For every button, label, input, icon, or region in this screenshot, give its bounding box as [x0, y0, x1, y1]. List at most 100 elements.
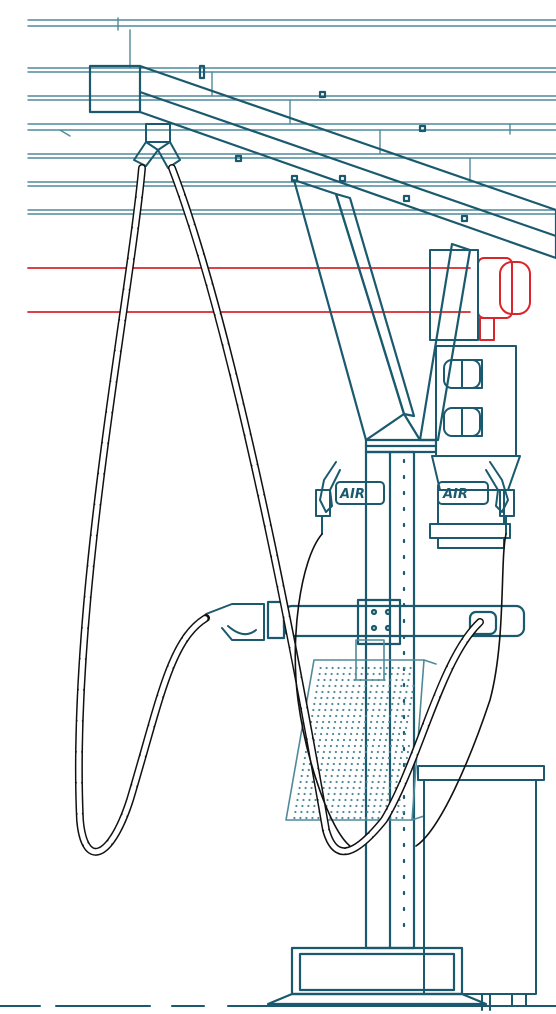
step-hole [378, 810, 381, 814]
step-hole [401, 714, 404, 718]
step-hole [398, 762, 401, 766]
step-hole [395, 714, 398, 718]
air-label-left: AIR [339, 487, 365, 502]
air-hose-right [415, 533, 507, 847]
step-hole [342, 708, 345, 712]
step-hole [367, 768, 370, 772]
step-hole [320, 762, 323, 766]
step-hole [352, 684, 355, 688]
step-hole [317, 744, 320, 748]
step-hole [321, 690, 324, 694]
step-hole [295, 804, 298, 808]
step-hole [335, 744, 338, 748]
air-reel-right [437, 481, 489, 505]
step-hole [350, 732, 353, 736]
step-hole [364, 750, 367, 754]
step-hole [381, 756, 384, 760]
step-hole [401, 744, 404, 748]
step-hole [315, 690, 318, 694]
step-hole [384, 738, 388, 742]
step-hole [371, 714, 374, 718]
step-hole [405, 756, 408, 760]
step-hole [356, 798, 359, 802]
step-holes [293, 666, 415, 820]
step-hole [375, 726, 378, 730]
step-hole [339, 726, 342, 730]
step-hole [407, 678, 410, 682]
step-hole [327, 756, 330, 760]
step-hole [305, 816, 308, 820]
step-hole [342, 738, 346, 742]
step-hole [389, 678, 392, 682]
step-hole [300, 810, 303, 814]
step-hole [344, 732, 347, 736]
step-hole [377, 744, 380, 748]
step-hole [379, 666, 382, 670]
step-hole [334, 684, 337, 688]
step-hole [369, 726, 372, 730]
step-hole [371, 678, 374, 682]
step-hole [407, 744, 410, 748]
step-hole [322, 684, 325, 688]
step-hole [338, 762, 341, 766]
step-hole [320, 732, 323, 736]
step-hole [311, 816, 314, 820]
step-hole [376, 684, 379, 688]
step-hole [403, 666, 406, 670]
step-hole [379, 702, 382, 706]
step-hole [322, 720, 325, 724]
step-hole [333, 756, 336, 760]
step-hole [328, 684, 331, 688]
step-hole [392, 762, 395, 766]
step-hole [327, 690, 330, 694]
step-hole [372, 738, 376, 742]
step-hole [390, 738, 394, 742]
step-hole [385, 666, 388, 670]
step-hole [338, 696, 341, 700]
step-hole [379, 804, 382, 808]
step-hole [384, 672, 387, 676]
step-hole [355, 702, 358, 706]
step-hole [314, 798, 317, 802]
step-hole [387, 690, 390, 694]
step-hole [343, 768, 346, 772]
step-hole [361, 702, 364, 706]
step-hole [316, 750, 319, 754]
step-hole [367, 702, 370, 706]
step-hole [412, 684, 415, 688]
step-hole [357, 726, 360, 730]
step-hole [336, 708, 339, 712]
step-hole [329, 780, 332, 784]
hose-fitting [205, 603, 265, 641]
step-hole [361, 666, 364, 670]
step-hole [394, 684, 397, 688]
step-hole [331, 804, 334, 808]
step-hole [376, 750, 379, 754]
step-hole [360, 810, 363, 814]
step-hole [378, 738, 382, 742]
step-hole [378, 774, 381, 778]
step-hole [334, 720, 337, 724]
step-hole [354, 774, 357, 778]
step-hole [369, 756, 372, 760]
step-hole [408, 708, 411, 712]
air-gun-left [315, 461, 341, 535]
step-hole [308, 798, 311, 802]
step-hole [346, 750, 349, 754]
step-hole [359, 816, 362, 820]
step-hole [370, 786, 373, 790]
step-hole [378, 708, 381, 712]
step-hole [369, 792, 372, 796]
step-hole [335, 714, 338, 718]
step-hole [356, 696, 359, 700]
step-hole [317, 816, 320, 820]
step-hole [381, 792, 384, 796]
step-hole [337, 702, 340, 706]
step-hole [390, 708, 393, 712]
step-hole [337, 768, 340, 772]
step-hole [391, 666, 394, 670]
step-hole [385, 804, 388, 808]
step-hole [373, 666, 376, 670]
step-hole [375, 756, 378, 760]
step-hole [293, 816, 296, 820]
